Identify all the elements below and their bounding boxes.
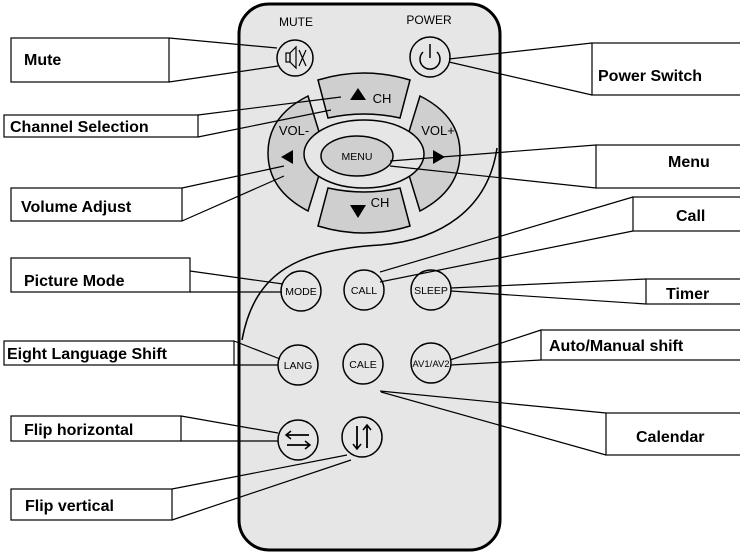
flip-horizontal-leader <box>180 415 279 442</box>
callout-picture-mode: Picture Mode <box>24 273 125 290</box>
callout-auto-manual-shift: Auto/Manual shift <box>549 338 684 355</box>
channel-down-label: CH <box>371 195 390 210</box>
channel-up-label: CH <box>373 91 392 106</box>
swap-vertical-icon <box>352 423 372 451</box>
arrow-down-icon <box>350 205 366 218</box>
callout-eight-language-shift: Eight Language Shift <box>7 346 168 363</box>
cale-button[interactable]: CALE <box>342 343 384 385</box>
mute-leader <box>168 37 279 83</box>
remote-separator-curve <box>241 147 498 341</box>
flip-vertical-button[interactable] <box>341 416 383 458</box>
channel-up-button[interactable]: CH <box>317 72 411 119</box>
call-button-label: CALL <box>351 285 377 297</box>
channel-down-button[interactable]: CH <box>317 187 411 234</box>
mode-button-label: MODE <box>285 286 317 298</box>
leader-lines <box>168 37 647 521</box>
mode-button[interactable]: MODE <box>280 270 322 312</box>
arrow-up-icon <box>350 88 366 100</box>
menu-button[interactable]: MENU <box>320 135 394 177</box>
volume-down-label: VOL- <box>279 123 309 138</box>
mute-button[interactable] <box>276 39 314 77</box>
lang-button[interactable]: LANG <box>277 344 319 386</box>
power-icon <box>419 44 441 70</box>
av-button-label: AV1/AV2 <box>412 359 449 370</box>
callout-timer: Timer <box>666 286 709 303</box>
flip-horizontal-button[interactable] <box>277 419 319 461</box>
menu-leader <box>389 144 597 189</box>
av-leader <box>449 329 542 366</box>
callout-flip-horizontal: Flip horizontal <box>24 422 133 439</box>
volume-down-button[interactable]: VOL- <box>267 94 321 213</box>
arrow-left-icon <box>281 150 293 164</box>
callout-menu: Menu <box>668 154 710 171</box>
power-top-label: POWER <box>406 13 452 27</box>
sleep-button-label: SLEEP <box>414 285 448 297</box>
power-button[interactable] <box>409 36 451 78</box>
sleep-button[interactable]: SLEEP <box>410 269 452 311</box>
callout-boxes <box>3 37 740 521</box>
callout-power-switch: Power Switch <box>598 68 702 85</box>
volume-leader <box>181 165 285 222</box>
callout-volume-adjust: Volume Adjust <box>21 199 132 216</box>
callout-call: Call <box>676 208 705 225</box>
volume-up-label: VOL+ <box>421 123 455 138</box>
speaker-mute-icon <box>285 45 307 70</box>
call-button[interactable]: CALL <box>343 269 385 311</box>
callout-calendar: Calendar <box>636 429 704 446</box>
callout-channel-selection: Channel Selection <box>10 119 149 136</box>
swap-horizontal-icon <box>284 430 312 450</box>
mode-leader <box>189 270 284 293</box>
lang-leader <box>233 340 281 366</box>
callout-mute: Mute <box>24 52 61 69</box>
call-leader <box>379 196 634 283</box>
calendar-leader <box>379 390 607 456</box>
flip-vertical-leader <box>171 454 352 521</box>
av-button[interactable]: AV1/AV2 <box>410 342 452 384</box>
callout-flip-vertical: Flip vertical <box>25 498 114 515</box>
cale-button-label: CALE <box>349 359 376 371</box>
mute-top-label: MUTE <box>279 15 313 29</box>
timer-leader <box>450 278 647 305</box>
menu-button-label: MENU <box>342 151 373 163</box>
channel-leader <box>197 96 342 138</box>
power-leader <box>448 42 593 96</box>
lang-button-label: LANG <box>284 360 313 372</box>
